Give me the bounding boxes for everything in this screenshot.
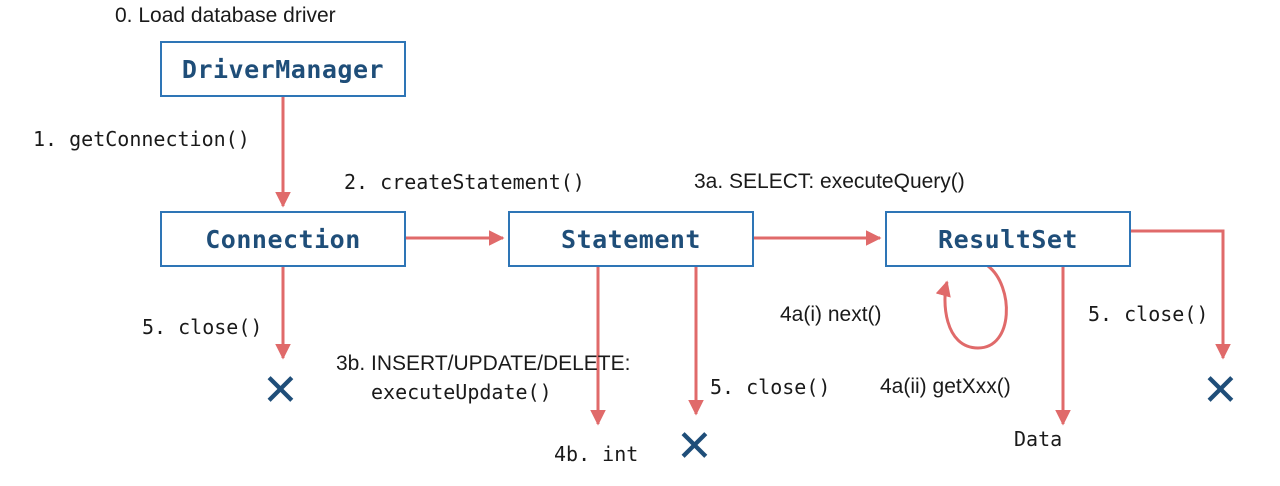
node-driver-manager[interactable]: DriverManager — [160, 41, 406, 97]
label-close-statement: 5. close() — [710, 375, 831, 399]
label-step-4a-i-next: 4a(i) next() — [780, 303, 882, 326]
label-close-result-set: 5. close() — [1088, 302, 1209, 326]
diagram-title: 0. Load database driver — [115, 4, 336, 27]
label-result-data: Data — [1014, 427, 1063, 451]
label-step-2-create-statement: 2. createStatement() — [344, 170, 585, 194]
terminator-x-statement: ✕ — [676, 422, 713, 471]
label-step-3a-select: 3a. SELECT: executeQuery() — [694, 170, 965, 193]
terminator-x-result-set: ✕ — [1202, 366, 1239, 415]
arrow-resultset-close — [1131, 229, 1231, 360]
node-statement[interactable]: Statement — [508, 211, 754, 267]
node-result-set[interactable]: ResultSet — [885, 211, 1131, 267]
label-step-3b-modify-line1: 3b. INSERT/UPDATE/DELETE: — [336, 352, 631, 375]
arrow-resultset-next-loop — [935, 264, 1008, 350]
terminator-x-connection: ✕ — [262, 366, 299, 415]
label-close-connection: 5. close() — [142, 315, 263, 339]
label-step-4b-int: 4b. int — [554, 442, 639, 466]
label-step-3b-execute-update: executeUpdate() — [371, 380, 552, 404]
label-step-1-get-connection: 1. getConnection() — [33, 127, 250, 151]
label-step-4a-ii-getxxx: 4a(ii) getXxx() — [880, 375, 1011, 398]
node-connection[interactable]: Connection — [160, 211, 406, 267]
